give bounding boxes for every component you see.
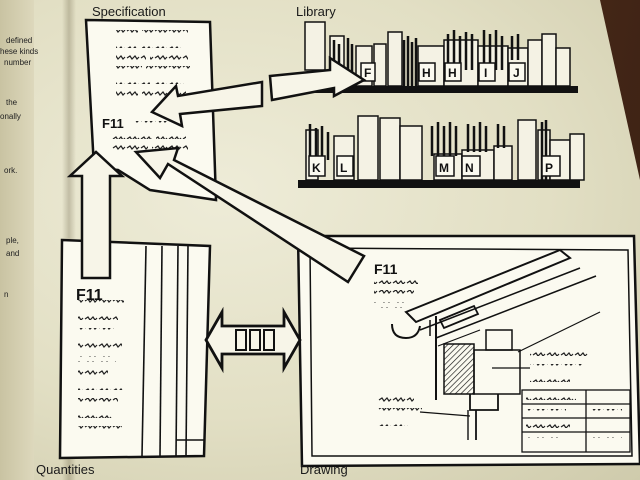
shelf-letter: F xyxy=(364,66,371,80)
shelf-letter: H xyxy=(448,66,457,80)
shelf-letter: P xyxy=(545,161,553,175)
margin-text-line: defined xyxy=(6,36,33,45)
margin-text-line: and xyxy=(6,249,20,258)
caption-library: Library xyxy=(296,4,336,19)
arrow-library-to-specification xyxy=(149,80,264,129)
double-arrow-quantities-drawing xyxy=(204,306,302,374)
caption-drawing: Drawing xyxy=(300,462,348,477)
drawing-sheet: F11 xyxy=(296,234,640,468)
margin-text-line: n xyxy=(4,290,9,299)
shelf-letter: J xyxy=(513,66,520,80)
shelf-letter: M xyxy=(439,161,449,175)
arrow-specification-to-library xyxy=(268,55,367,102)
library-top-shelf: F H H I J xyxy=(296,21,578,93)
margin-text-line: ork. xyxy=(4,166,18,175)
margin-text-line: onally xyxy=(0,112,21,121)
shelf-letter: K xyxy=(312,161,321,175)
quantities-document: F11 xyxy=(58,238,212,460)
library-bottom-shelf: K L M N P xyxy=(298,115,585,188)
drawing-doc-code: F11 xyxy=(374,261,398,277)
margin-text-line: the xyxy=(6,98,18,107)
arrow-drawing-to-specification xyxy=(133,146,366,284)
shelf-letter: H xyxy=(422,66,431,80)
margin-text-line: number xyxy=(4,58,32,67)
caption-specification: Specification xyxy=(92,4,166,19)
shelf-letter: I xyxy=(484,66,487,80)
quantities-doc-code: F11 xyxy=(76,287,103,304)
shelf-letter: L xyxy=(340,161,347,175)
facing-page-edge xyxy=(0,0,34,480)
margin-text-line: ple, xyxy=(6,236,19,245)
shelf-letter: N xyxy=(465,161,474,175)
spec-doc-code: F11 xyxy=(102,116,124,131)
arrow-quantities-to-specification xyxy=(66,150,126,280)
caption-quantities: Quantities xyxy=(36,462,95,477)
margin-text-line: hese kinds xyxy=(0,47,39,56)
